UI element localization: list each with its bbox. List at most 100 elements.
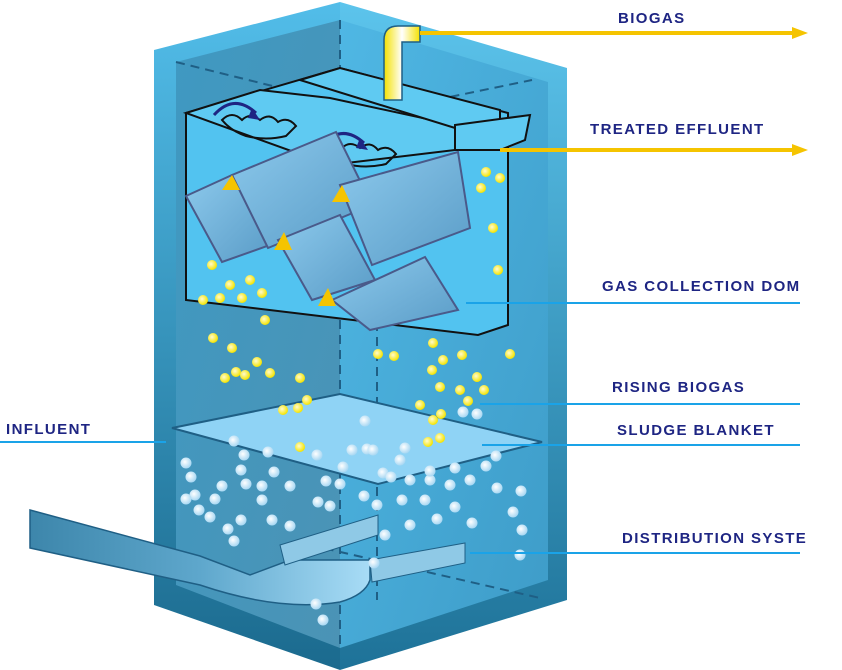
biogas-bubble (257, 288, 267, 298)
sludge-particle (346, 444, 358, 456)
biogas-bubble (231, 367, 241, 377)
sludge-particle (180, 493, 192, 505)
biogas-output-arrow (420, 27, 808, 39)
biogas-bubble (428, 415, 438, 425)
settler-plates (184, 130, 472, 332)
biogas-bubble (278, 405, 288, 415)
baffle-triangle-icon (222, 175, 240, 190)
baffle-triangle-icon (332, 185, 350, 202)
biogas-bubble (225, 280, 235, 290)
label-rising-biogas: RISING BIOGAS (612, 379, 746, 396)
sludge-particle (204, 511, 216, 523)
baffle-triangle-icon (274, 232, 292, 250)
sludge-particle (490, 450, 502, 462)
biogas-bubble (435, 433, 445, 443)
sludge-particle (514, 549, 526, 561)
sludge-particle (379, 529, 391, 541)
distribution-system (29, 509, 466, 606)
biogas-bubble (435, 382, 445, 392)
sludge-particle (193, 504, 205, 516)
sludge-particle (266, 514, 278, 526)
biogas-bubble (237, 293, 247, 303)
label-influent: INFLUENT (6, 421, 92, 438)
biogas-bubble (488, 223, 498, 233)
sludge-particle (424, 474, 436, 486)
biogas-bubble (479, 385, 489, 395)
biogas-bubble (295, 373, 305, 383)
sludge-particle (466, 517, 478, 529)
label-sludge-blanket: SLUDGE BLANKET (617, 422, 775, 439)
sludge-particle (449, 462, 461, 474)
sludge-particle (515, 485, 527, 497)
biogas-bubble (265, 368, 275, 378)
sludge-particle (256, 480, 268, 492)
sludge-particle (228, 535, 240, 547)
sludge-particle (284, 480, 296, 492)
sludge-particle (358, 490, 370, 502)
biogas-bubble (227, 343, 237, 353)
sludge-particle (480, 460, 492, 472)
biogas-bubble (207, 260, 217, 270)
sludge-particle (262, 446, 274, 458)
sludge-particle (419, 494, 431, 506)
biogas-pipe (383, 25, 421, 101)
biogas-bubble (493, 265, 503, 275)
sludge-particle (396, 494, 408, 506)
sludge-particle (180, 457, 192, 469)
sludge-particles (180, 406, 528, 626)
sludge-particle (235, 464, 247, 476)
biogas-bubble (438, 355, 448, 365)
influent-pipe (29, 509, 371, 606)
sludge-particle (337, 461, 349, 473)
biogas-bubble (505, 349, 515, 359)
sludge-particle (235, 514, 247, 526)
sludge-particle (268, 466, 280, 478)
sludge-particle (284, 520, 296, 532)
sludge-particle (404, 519, 416, 531)
biogas-bubble (423, 437, 433, 447)
label-distribution-system: DISTRIBUTION SYSTE (622, 530, 808, 547)
sludge-particle (320, 475, 332, 487)
treated-effluent-output-arrow (500, 144, 808, 156)
leader-lines (0, 302, 800, 554)
biogas-bubble (389, 351, 399, 361)
sludge-particle (394, 454, 406, 466)
biogas-bubble (436, 409, 446, 419)
biogas-bubble (220, 373, 230, 383)
sludge-particle (334, 478, 346, 490)
sludge-particle (311, 449, 323, 461)
biogas-bubble (373, 349, 383, 359)
label-treated-effluent: TREATED EFFLUENT (590, 121, 765, 138)
biogas-bubble (457, 350, 467, 360)
biogas-bubble (481, 167, 491, 177)
distributor-arm (279, 514, 379, 566)
biogas-bubble (476, 183, 486, 193)
sludge-particle (240, 478, 252, 490)
sludge-particle (228, 435, 240, 447)
biogas-bubble (495, 173, 505, 183)
biogas-bubble (295, 442, 305, 452)
sludge-particle (209, 493, 221, 505)
biogas-bubble (198, 295, 208, 305)
sludge-particle (464, 474, 476, 486)
biogas-bubble (293, 403, 303, 413)
sludge-particle (399, 442, 411, 454)
sludge-particle (185, 471, 197, 483)
sludge-particle (317, 614, 329, 626)
biogas-bubble (260, 315, 270, 325)
sludge-particle (431, 513, 443, 525)
sludge-particle (189, 489, 201, 501)
sludge-particle (324, 500, 336, 512)
sludge-particle (256, 494, 268, 506)
sludge-particle (444, 479, 456, 491)
sludge-particle (449, 501, 461, 513)
biogas-bubble (472, 372, 482, 382)
biogas-bubble (208, 333, 218, 343)
sludge-particle (359, 415, 371, 427)
sludge-particle (457, 406, 469, 418)
sludge-particle (310, 598, 322, 610)
biogas-bubble (463, 396, 473, 406)
sludge-particle (368, 557, 380, 569)
biogas-bubble (215, 293, 225, 303)
